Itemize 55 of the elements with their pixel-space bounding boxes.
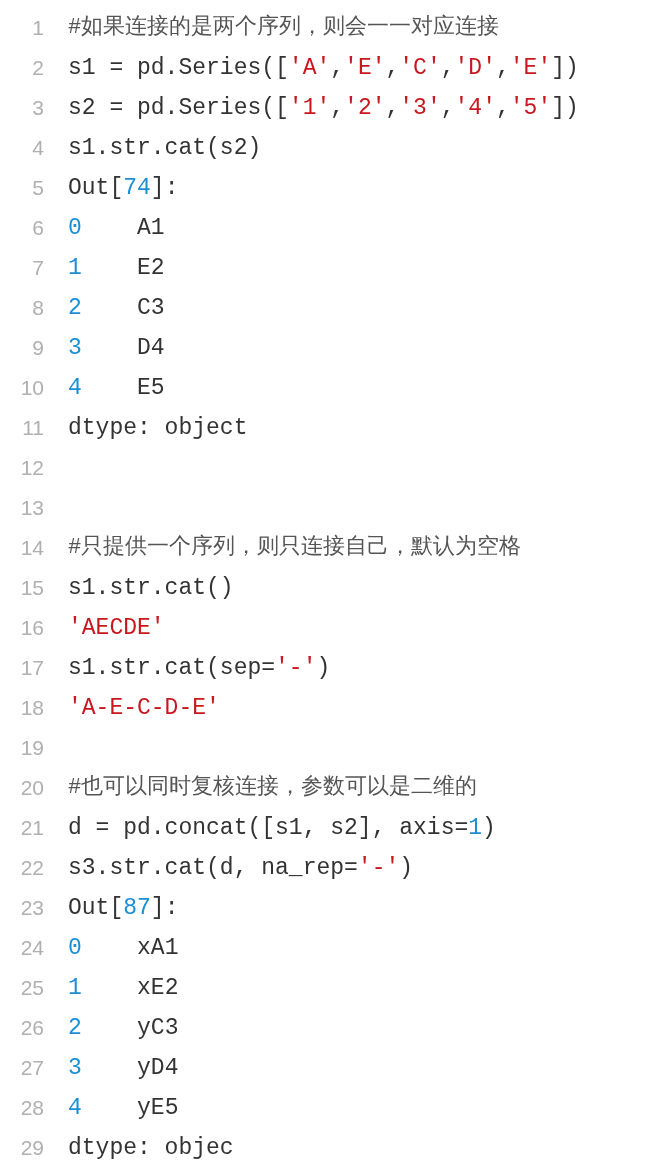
line-number: 29: [19, 1135, 44, 1161]
line-number: 23: [19, 895, 44, 921]
line-number: 26: [19, 1015, 44, 1041]
line-number: 14: [19, 535, 44, 561]
code-line: s3.str.cat(d, na_rep='-'): [68, 854, 414, 882]
code-line: 2 C3: [68, 294, 165, 322]
code-line: s1.str.cat(sep='-'): [68, 654, 331, 682]
line-number: 2: [31, 55, 44, 81]
code-line: s1.str.cat(s2): [68, 134, 262, 162]
line-number: 6: [31, 215, 44, 241]
line-number: 10: [19, 375, 44, 401]
code-line: #只提供一个序列，则只连接自己，默认为空格: [68, 534, 522, 562]
line-number: 27: [19, 1055, 44, 1081]
line-number: 19: [19, 735, 44, 761]
line-number: 7: [31, 255, 44, 281]
line-number: 21: [19, 815, 44, 841]
code-line: #如果连接的是两个序列，则会一一对应连接: [68, 14, 500, 42]
code-line: 0 xA1: [68, 934, 179, 962]
line-number: 13: [19, 495, 44, 521]
code-line: dtype: object: [68, 414, 248, 442]
line-number: 15: [19, 575, 44, 601]
code-line: s1 = pd.Series(['A','E','C','D','E']): [68, 54, 579, 82]
line-number: 3: [31, 95, 44, 121]
code-line: Out[87]:: [68, 894, 179, 922]
code-line: 4 yE5: [68, 1094, 179, 1122]
code-line: dtype: objec: [68, 1134, 234, 1162]
line-number: 9: [31, 335, 44, 361]
line-number: 22: [19, 855, 44, 881]
code-line: s1.str.cat(): [68, 574, 234, 602]
line-number: 18: [19, 695, 44, 721]
line-number: 11: [21, 415, 44, 441]
code-line: 'AECDE': [68, 614, 165, 642]
line-number: 12: [19, 455, 44, 481]
code-line: s2 = pd.Series(['1','2','3','4','5']): [68, 94, 579, 122]
line-number: 28: [19, 1095, 44, 1121]
line-number: 25: [19, 975, 44, 1001]
code-line: 0 A1: [68, 214, 165, 242]
line-number: 16: [19, 615, 44, 641]
code-line: 1 xE2: [68, 974, 179, 1002]
line-number: 8: [31, 295, 44, 321]
line-number: 24: [19, 935, 44, 961]
line-number: 20: [19, 775, 44, 801]
code-line: 3 yD4: [68, 1054, 179, 1082]
code-line: 4 E5: [68, 374, 165, 402]
code-line: 2 yC3: [68, 1014, 179, 1042]
code-line: 1 E2: [68, 254, 165, 282]
code-line: #也可以同时复核连接，参数可以是二维的: [68, 774, 478, 802]
code-line: d = pd.concat([s1, s2], axis=1): [68, 814, 496, 842]
line-number: 5: [31, 175, 44, 201]
code-line: 3 D4: [68, 334, 165, 362]
code-line: 'A-E-C-D-E': [68, 694, 220, 722]
line-number: 4: [31, 135, 44, 161]
line-number: 17: [19, 655, 44, 681]
line-number: 1: [31, 15, 44, 41]
code-line: Out[74]:: [68, 174, 179, 202]
